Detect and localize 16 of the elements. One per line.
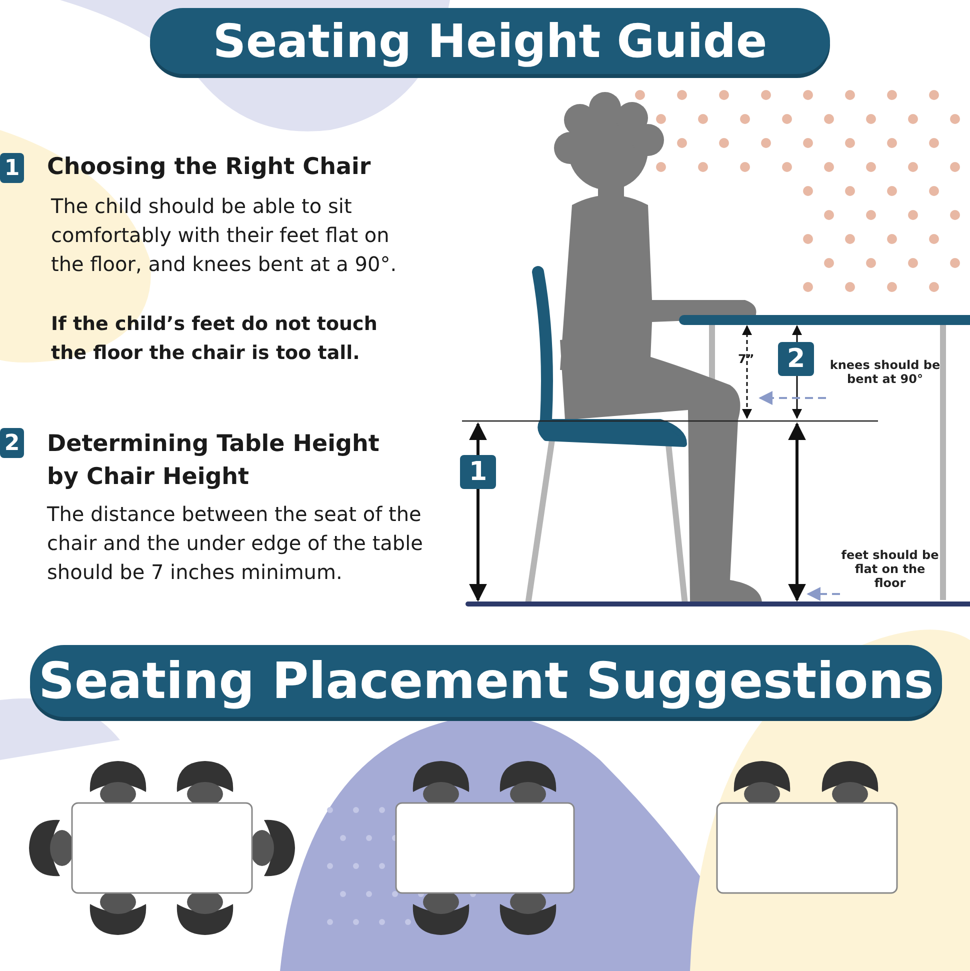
title-banner: Seating Height Guide: [150, 8, 830, 74]
body-text: The distance between the seat of the chair and the under edge of the table should be 7 inches minimum.: [47, 501, 424, 586]
body-text: If the child’s feet do not touch the floor the chair is too tall.: [51, 312, 378, 366]
body-text: The child should be able to sit comfortably with their feet flat on the floor, and knees bent at a 90°.: [51, 193, 398, 278]
section-banner: Seating Placement Suggestions: [30, 645, 942, 717]
callout-number: 1: [460, 455, 496, 489]
callout-number: 2: [778, 342, 814, 376]
callout-number: 1: [0, 153, 24, 183]
section-heading: Choosing the Right Chair: [47, 153, 372, 182]
annotation-text: knees should be bent at 90°: [826, 358, 944, 398]
annotation-text: feet should be flat on the floor: [840, 548, 940, 594]
leader-arrow: [806, 587, 840, 601]
section-heading: Determining Table Height by Chair Height: [47, 430, 380, 492]
leader-arrow: [758, 391, 826, 405]
dimension-label: 7”: [738, 352, 756, 366]
callout-number: 2: [0, 428, 24, 458]
